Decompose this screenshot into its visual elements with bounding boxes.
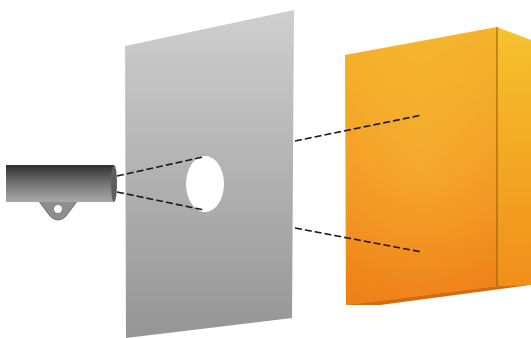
source-emitter — [6, 165, 117, 221]
source-cylinder — [6, 165, 114, 202]
screen-panel — [125, 10, 294, 338]
beam-lower-2 — [294, 227, 423, 253]
beam-upper-1 — [116, 156, 204, 177]
source-mount-hole — [54, 205, 62, 213]
beams-screen-to-box — [294, 114, 423, 253]
box-side-face — [497, 27, 531, 286]
beam-lower-1 — [116, 191, 205, 211]
box-bottom-edge — [346, 285, 531, 305]
aperture-hole — [186, 156, 224, 212]
beam-upper-2 — [294, 114, 423, 142]
target-box — [345, 27, 531, 305]
beams-source-to-aperture — [116, 156, 205, 211]
source-cylinder-end — [111, 165, 117, 202]
box-front-glow — [345, 27, 497, 305]
